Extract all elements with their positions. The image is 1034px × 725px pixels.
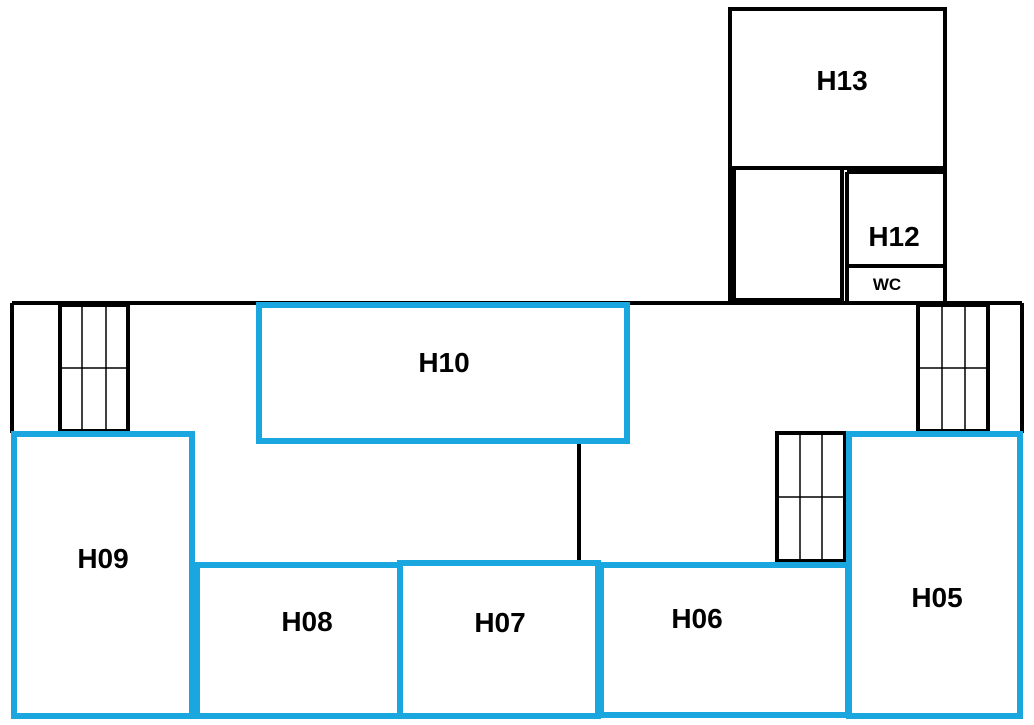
room-h07-label: H07: [474, 607, 525, 638]
room-h10-outline[interactable]: [256, 302, 630, 444]
room-wc-label: WC: [873, 275, 901, 294]
room-h05-outline[interactable]: [846, 431, 1023, 719]
room-h09-outline[interactable]: [11, 431, 195, 719]
room-h13-label: H13: [816, 65, 867, 96]
room-labels: H13 H12 WC H10 H09 H08 H07 H06 H05: [77, 65, 962, 638]
annex-outline: [728, 7, 947, 305]
stair-center-east: [775, 431, 847, 563]
room-h08-outline[interactable]: [194, 562, 403, 719]
highlighted-rooms: [11, 302, 1023, 719]
room-h07-outline[interactable]: [397, 560, 601, 719]
room-h05-label: H05: [911, 582, 962, 613]
room-h10-label: H10: [418, 347, 469, 378]
room-h06-outline[interactable]: [598, 562, 851, 718]
stair-east: [916, 303, 990, 433]
room-h06-label: H06: [671, 603, 722, 634]
room-h12-label: H12: [868, 221, 919, 252]
stair-west: [58, 303, 130, 433]
room-h09-label: H09: [77, 543, 128, 574]
north-annex: [728, 7, 947, 305]
room-h08-label: H08: [281, 606, 332, 637]
